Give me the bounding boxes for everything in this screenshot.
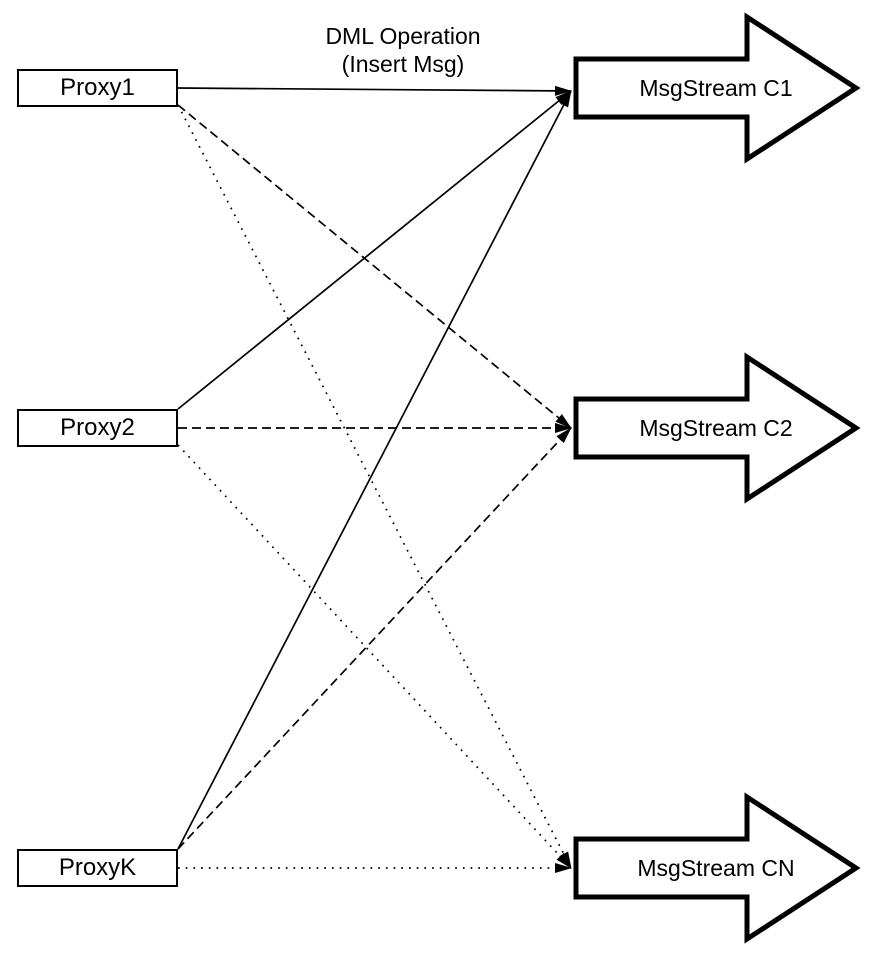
- msgstream-cn-arrow-shape: [573, 792, 861, 944]
- edge-proxyk-to-msgstream-c1: [177, 90, 572, 850]
- proxy2-label: Proxy2: [60, 414, 135, 441]
- edge-proxy2-to-msgstream-c1: [177, 90, 572, 410]
- edge-proxyk-to-msgstream-c2: [177, 427, 572, 850]
- edge-proxy1-to-msgstream-c1: [177, 85, 572, 96]
- arrows-layer: [573, 12, 861, 944]
- msgstream-c2-arrow-shape: [573, 352, 861, 504]
- proxy2-node: Proxy2: [17, 409, 178, 447]
- dml-operation-annotation: DML Operation (Insert Msg): [295, 22, 511, 78]
- msgstream-c1-arrow-shape: [573, 12, 861, 164]
- proxyk-node: ProxyK: [17, 849, 178, 887]
- msgstream-cn-label: MsgStream CN: [637, 854, 795, 881]
- edge-proxy1-to-msgstream-c2: [177, 104, 572, 429]
- proxy1-label: Proxy1: [60, 74, 135, 101]
- edge-proxy2-to-msgstream-cn: [177, 444, 572, 869]
- annotation-line-2: (Insert Msg): [341, 51, 465, 77]
- msgstream-c2-label: MsgStream C2: [639, 414, 793, 441]
- msgstream-c1-label-box: MsgStream C1: [586, 68, 846, 108]
- proxy1-node: Proxy1: [17, 69, 178, 107]
- edge-proxy1-to-msgstream-cn: [177, 104, 572, 869]
- edges-layer: [177, 85, 572, 873]
- msgstream-cn-label-box: MsgStream CN: [586, 848, 846, 888]
- proxyk-label: ProxyK: [58, 854, 137, 881]
- msgstream-c2-label-box: MsgStream C2: [586, 408, 846, 448]
- annotation-line-1: DML Operation: [325, 23, 481, 49]
- msgstream-c1-label: MsgStream C1: [639, 74, 793, 101]
